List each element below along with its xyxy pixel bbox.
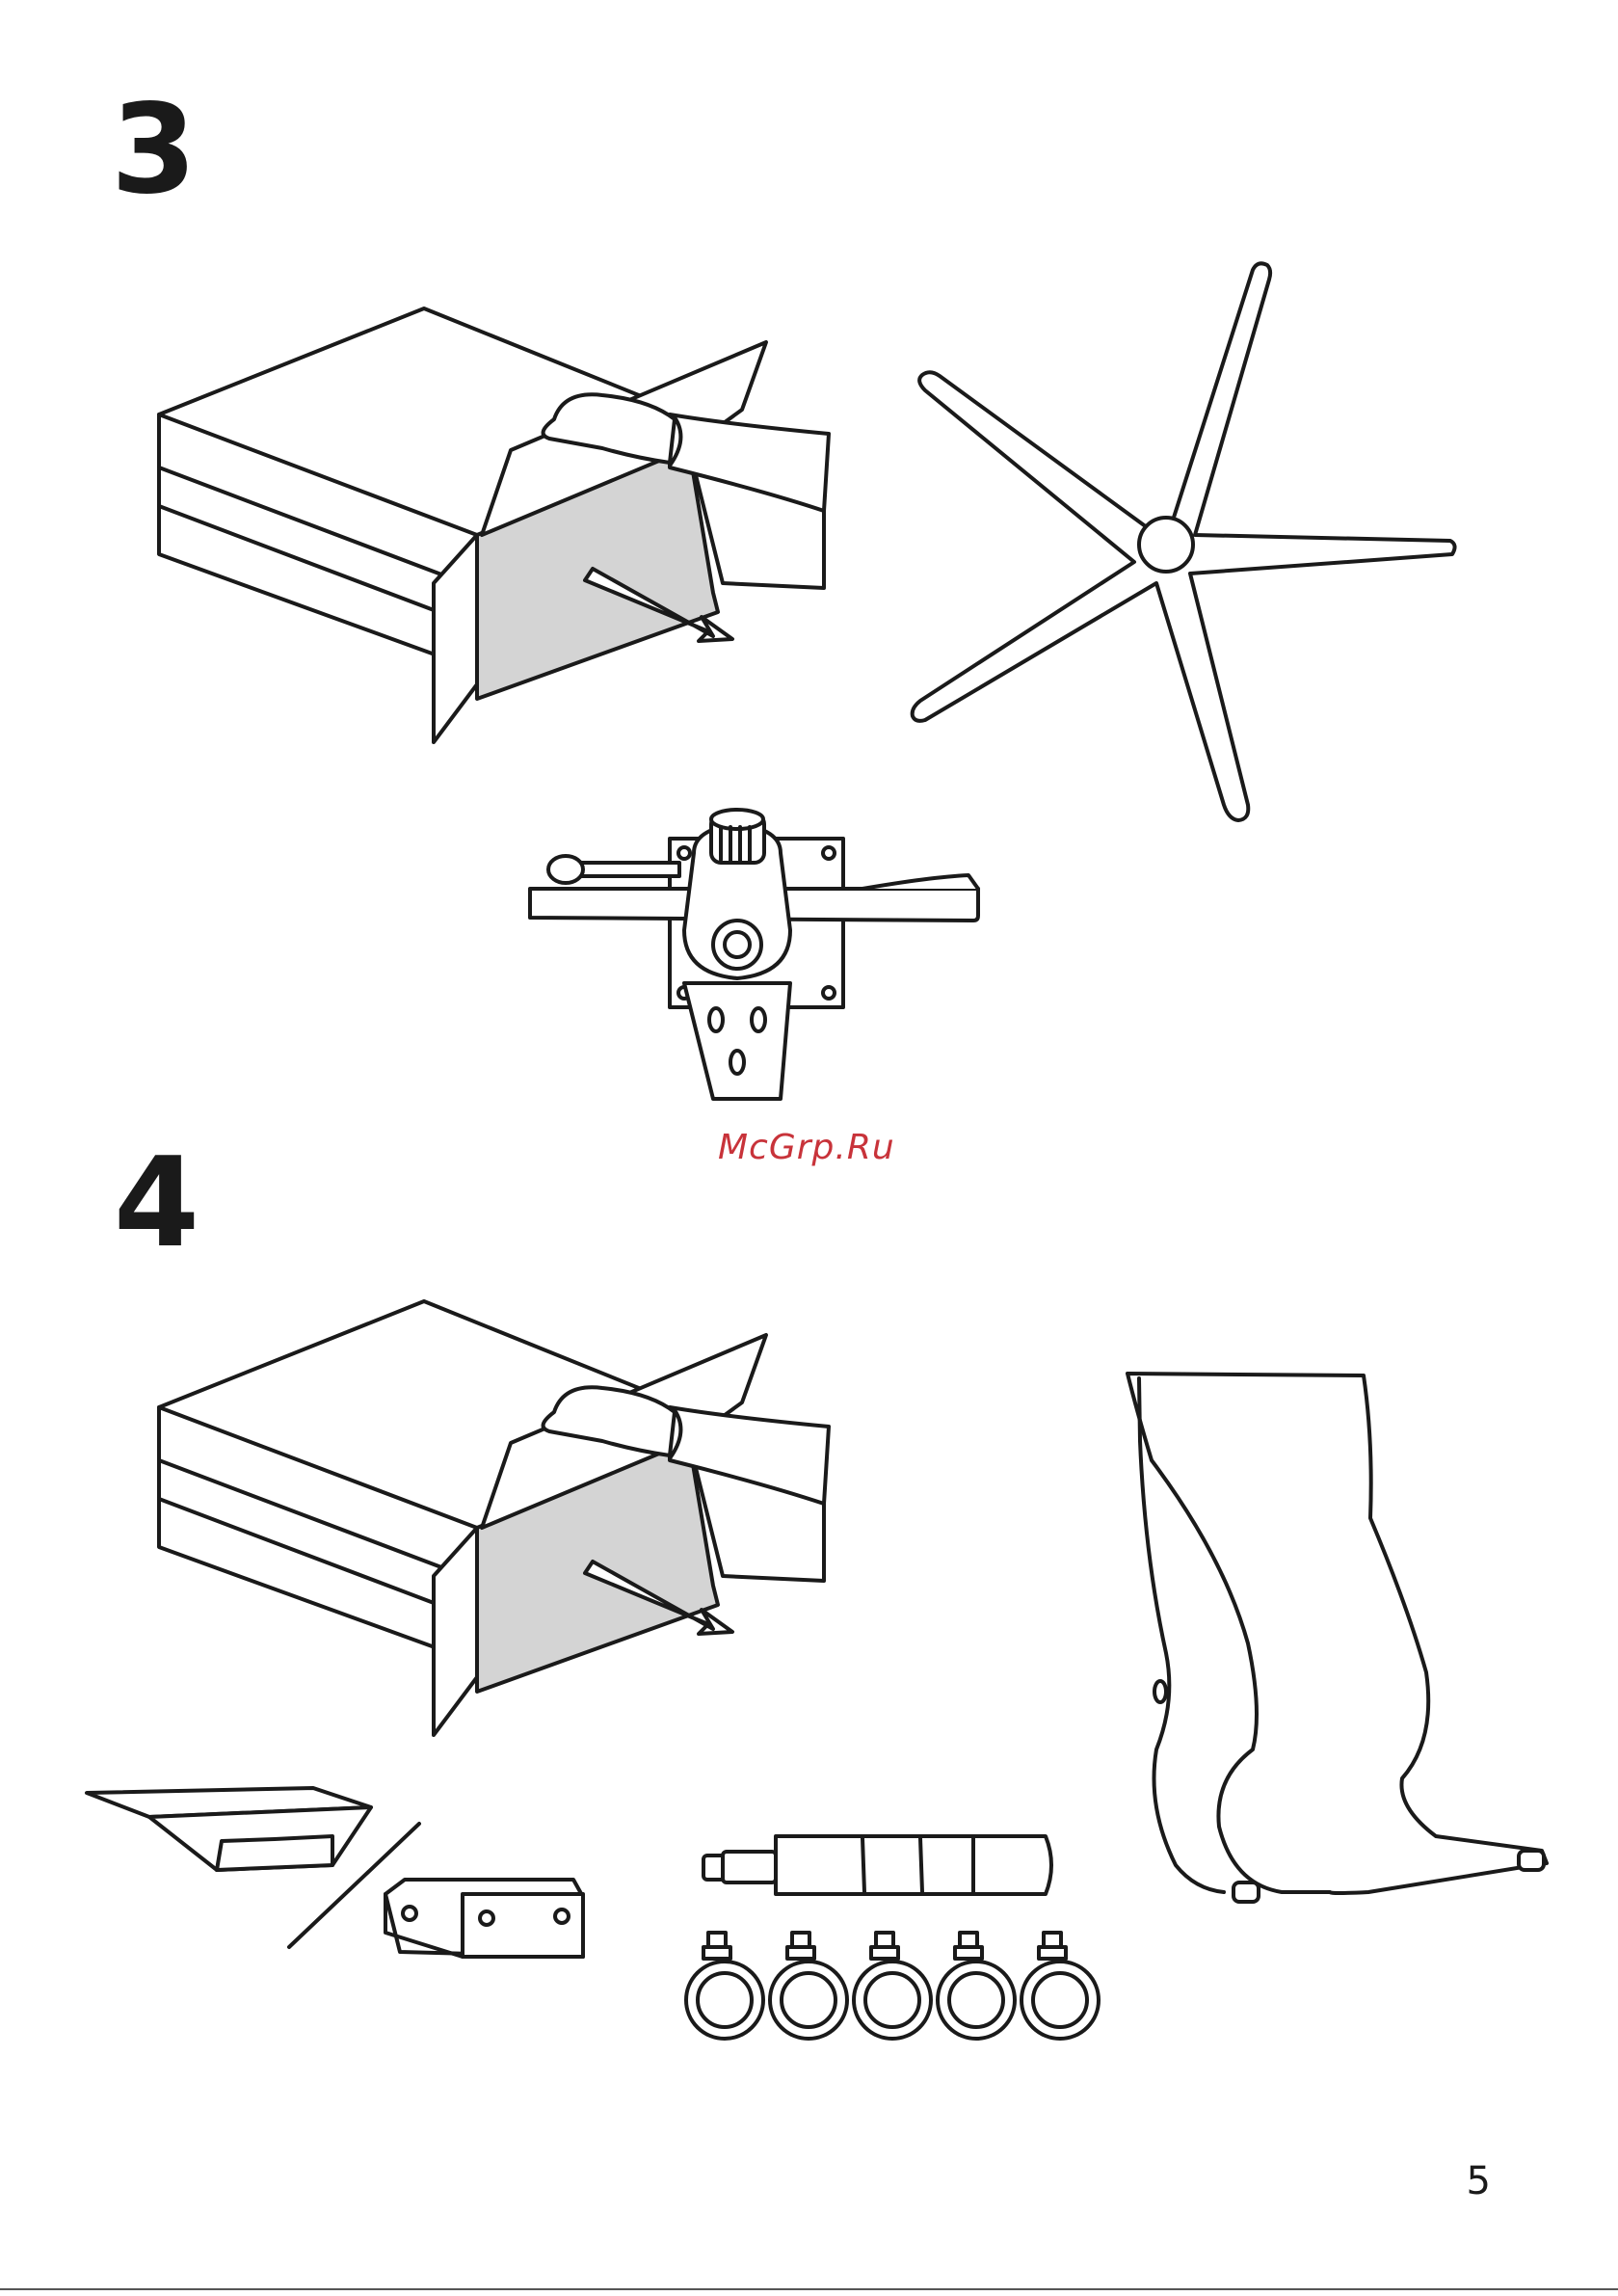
page-number: 5: [1467, 2159, 1491, 2203]
backrest-frame-icon: [1118, 1364, 1552, 1923]
watermark: McGrp.Ru: [718, 1128, 895, 1167]
seat-mechanism-icon: [525, 810, 988, 1099]
footer-rule: [0, 2288, 1618, 2290]
open-box-icon: [149, 304, 843, 747]
gas-lift-cylinder-icon: [699, 1827, 1065, 1904]
open-box-icon: [149, 1296, 843, 1740]
star-base-icon: [911, 255, 1470, 843]
step-4-number: 4: [114, 1142, 199, 1266]
step-3-number: 3: [111, 89, 197, 212]
armrest-bracket-icon: [82, 1783, 593, 2015]
caster-wheel-icon: [689, 1928, 1113, 2043]
